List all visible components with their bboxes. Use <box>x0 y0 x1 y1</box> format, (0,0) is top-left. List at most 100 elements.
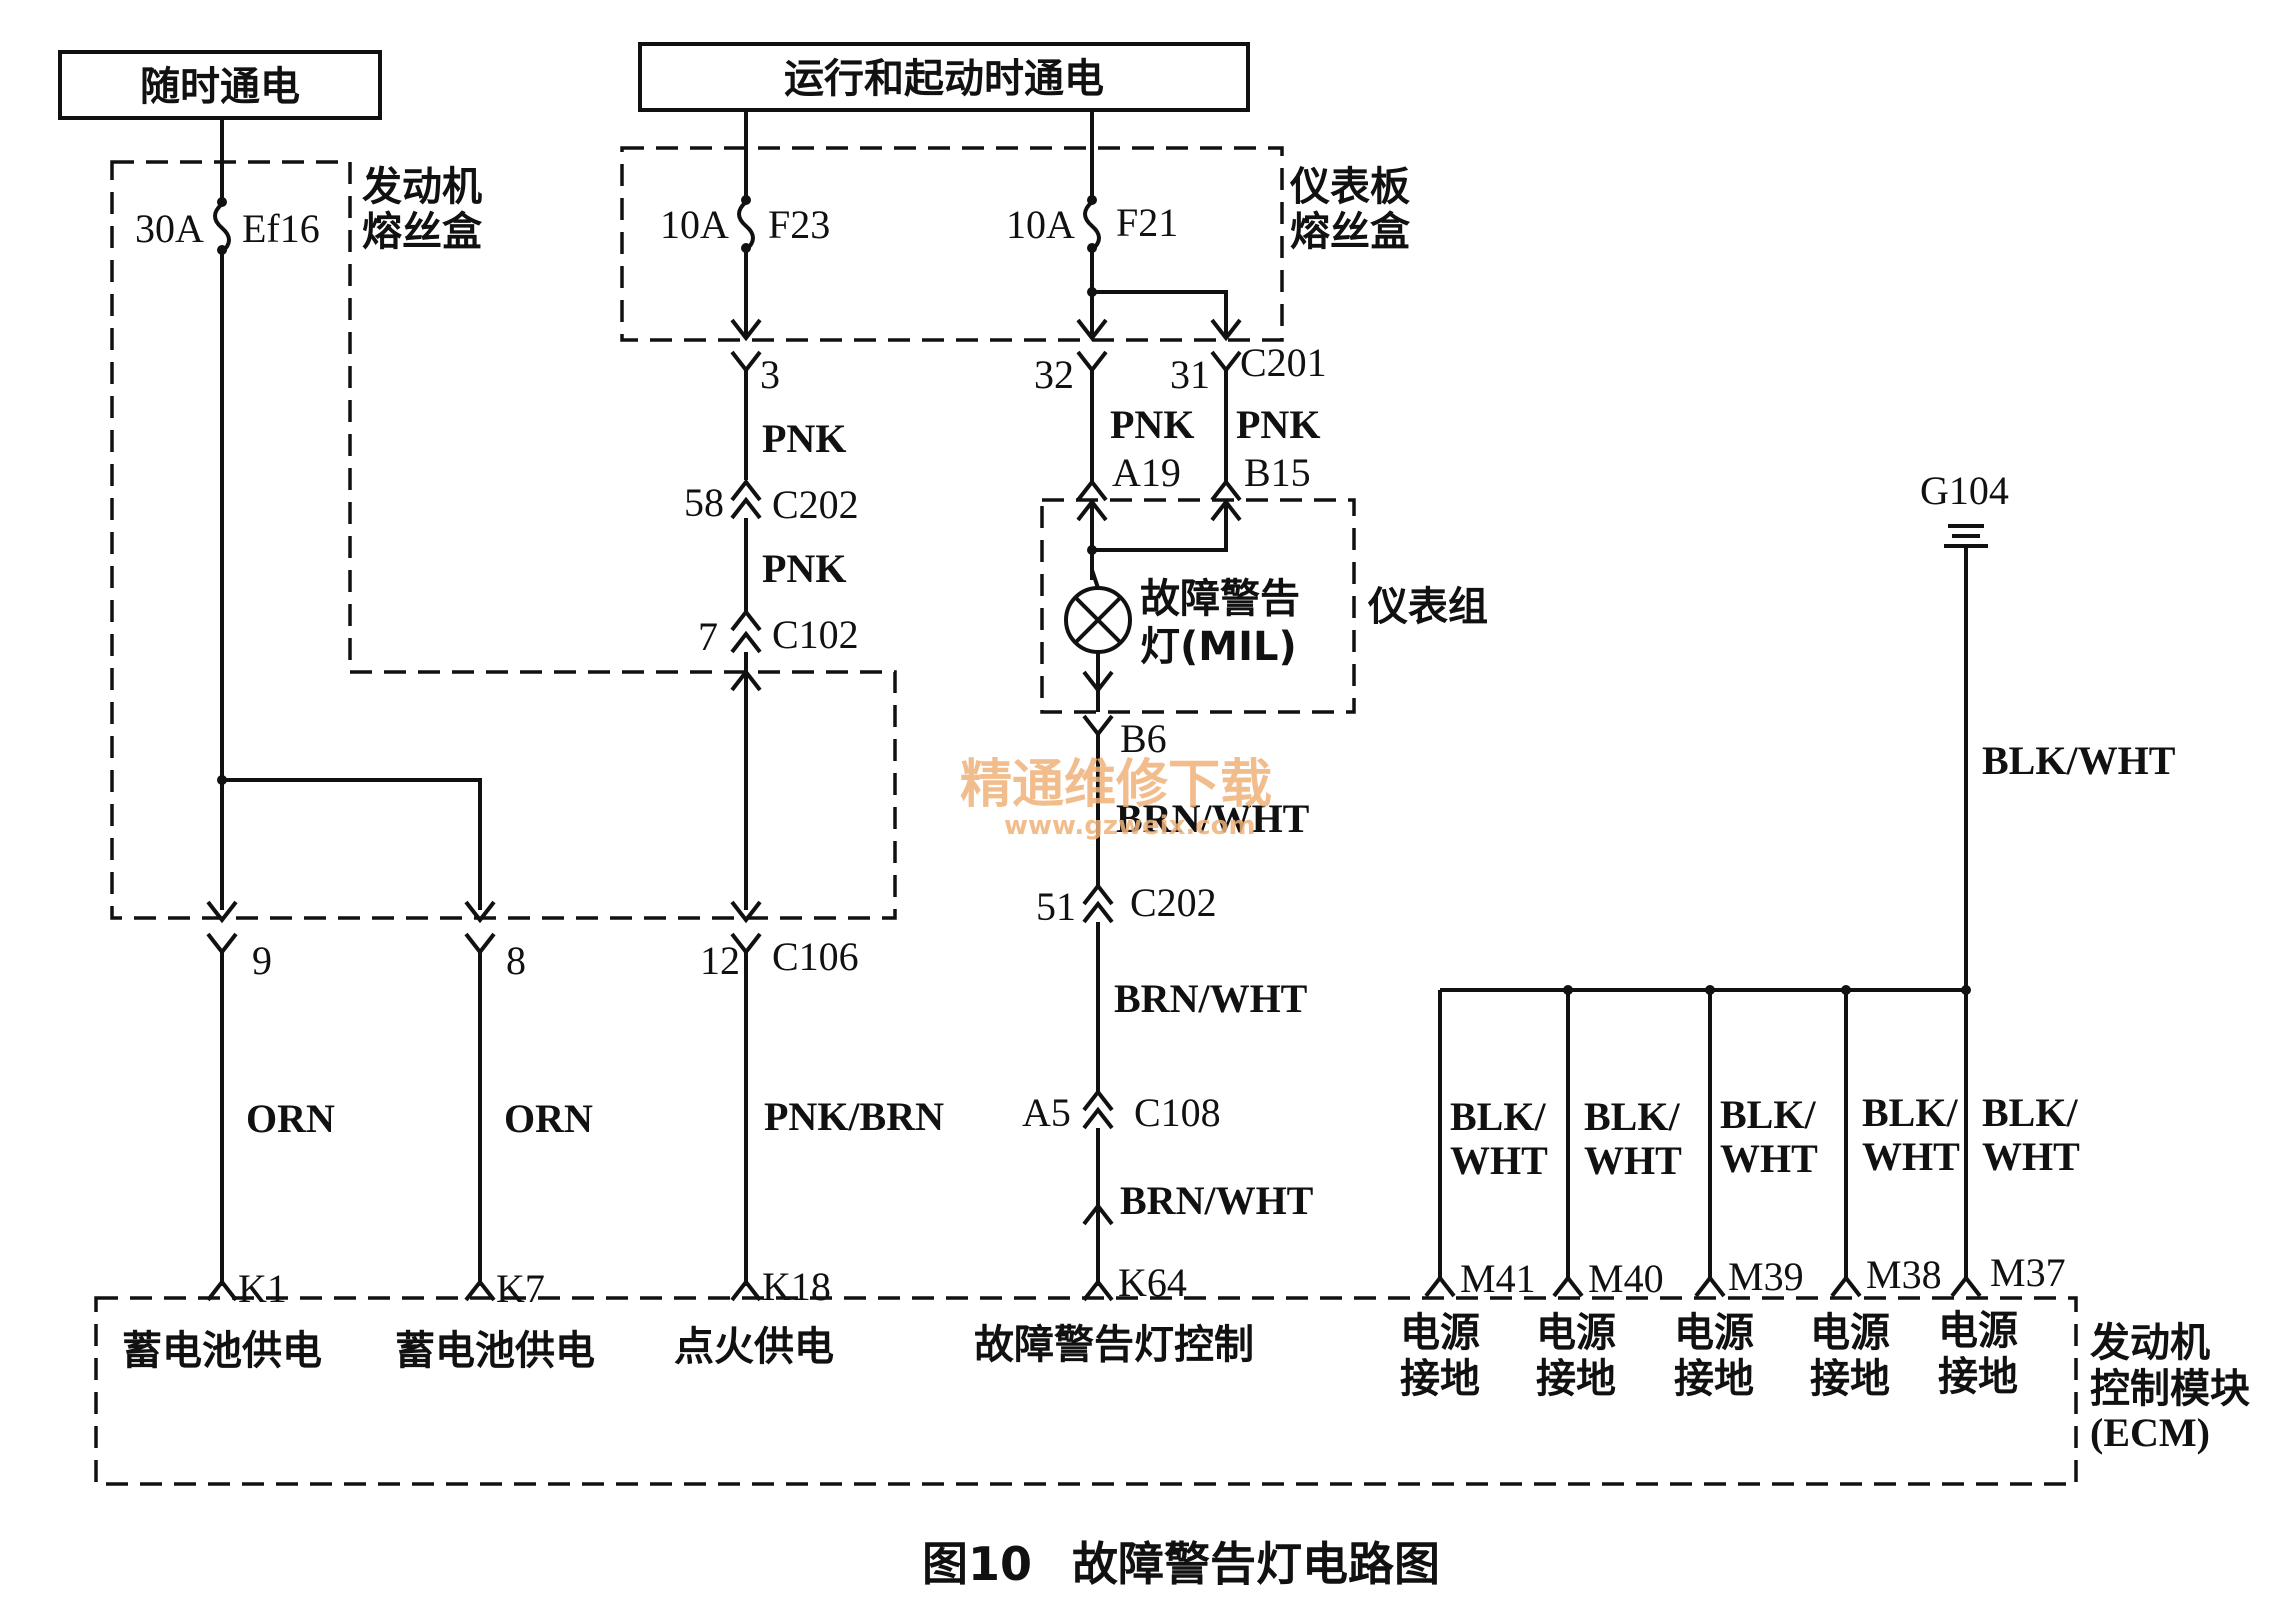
ground-label-m39-2: 接地 <box>1674 1356 1754 1402</box>
engine-fuse-box-label-2: 熔丝盒 <box>362 209 483 255</box>
pin-m38-label: M38 <box>1866 1252 1942 1297</box>
wire-wht-label-m41: WHT <box>1450 1138 1548 1183</box>
pin-k7-label: K7 <box>496 1266 545 1311</box>
arrow-k64-up <box>1082 1202 1114 1226</box>
connector-c102-pin7-top <box>730 608 762 632</box>
pin-a5-label: A5 <box>1022 1090 1071 1135</box>
engine-fuse-box-label-1: 发动机 <box>362 164 482 210</box>
wire-blk-label-m38: BLK/ <box>1862 1090 1958 1135</box>
pin-9-label: 9 <box>252 938 272 983</box>
always-on-power-box: 随时通电 <box>58 50 382 120</box>
ground-label-m41-2: 接地 <box>1400 1356 1480 1402</box>
pin-32-label: 32 <box>1034 352 1074 397</box>
ground-icon <box>1944 524 1988 548</box>
wire-orn-label-1: ORN <box>246 1096 335 1141</box>
wire-brn-wht-label-3: BRN/WHT <box>1120 1178 1314 1223</box>
connector-m40 <box>1552 1274 1584 1298</box>
fuse-f21-symbol <box>1083 195 1101 253</box>
arrow-lamp-out <box>1082 670 1114 694</box>
figure-number: 图10 <box>922 1537 1032 1591</box>
fuse-f21-id: F21 <box>1116 200 1178 245</box>
wire-lamp-in <box>1090 569 1100 589</box>
connector-c108-top <box>1082 1088 1114 1112</box>
wire-pnk-label-1: PNK <box>762 416 846 461</box>
pin-k1-label: K1 <box>238 1266 287 1311</box>
connector-k7 <box>464 1278 496 1302</box>
pin-k64-label: K64 <box>1118 1260 1187 1305</box>
panel-fuse-box-label-1: 仪表板 <box>1289 164 1410 210</box>
panel-fuse-box-outline <box>620 146 1284 342</box>
arrow-f21-out-a <box>1076 318 1108 342</box>
ground-label-m38-2: 接地 <box>1810 1356 1890 1402</box>
mil-lamp-label-1: 故障警告 <box>1140 576 1300 622</box>
arrow-ef16-pin9 <box>206 900 238 924</box>
wire-orn-label-2: ORN <box>504 1096 593 1141</box>
ground-label-m40-2: 接地 <box>1536 1356 1616 1402</box>
connector-c202-pin58-top <box>730 478 762 502</box>
engine-fuse-box-outline <box>110 160 897 920</box>
wire-pnk-label-4: PNK <box>1236 402 1320 447</box>
connector-m39 <box>1694 1274 1726 1298</box>
connector-m37 <box>1950 1274 1982 1298</box>
wire-wht-label-m37: WHT <box>1982 1134 2080 1179</box>
wire-blk-label-m39: BLK/ <box>1720 1092 1816 1137</box>
pin-3-label: 3 <box>760 352 780 397</box>
wire-brn-wht-label-1: BRN/WHT <box>1116 796 1310 841</box>
arrow-f23-out <box>730 318 762 342</box>
ecm-pin-k1-function: 蓄电池供电 <box>122 1328 322 1374</box>
fuse-ef16-id: Ef16 <box>242 206 320 251</box>
connector-b15-top <box>1210 478 1242 502</box>
splice-g-4 <box>1961 985 1971 995</box>
wire-wht-label-m38: WHT <box>1862 1134 1960 1179</box>
connector-a19-top <box>1076 478 1108 502</box>
wire-wht-label-m40: WHT <box>1584 1138 1682 1183</box>
ground-label-m37-1: 电源 <box>1938 1308 2018 1354</box>
fuse-ef16-rating: 30A <box>135 206 204 251</box>
run-start-label: 运行和起动时通电 <box>784 56 1104 102</box>
connector-c201-pin32 <box>1076 350 1108 374</box>
fuse-f23-id: F23 <box>768 202 830 247</box>
connector-c102-label: C102 <box>772 612 859 657</box>
connector-k1 <box>206 1278 238 1302</box>
instrument-cluster-outline <box>1040 498 1356 714</box>
pin-b15-label: B15 <box>1244 450 1311 495</box>
wire-blk-label-m40: BLK/ <box>1584 1094 1680 1139</box>
ecm-label-1: 发动机 <box>2090 1320 2210 1366</box>
wire-pnk-label-3: PNK <box>1110 402 1194 447</box>
ecm-label-2: 控制模块 <box>2090 1366 2250 1412</box>
pin-a19-label: A19 <box>1112 450 1181 495</box>
ground-g104-label: G104 <box>1920 468 2009 513</box>
ground-label-m40-1: 电源 <box>1536 1310 1616 1356</box>
connector-c108-label: C108 <box>1134 1090 1221 1135</box>
pin-m40-label: M40 <box>1588 1256 1664 1301</box>
wire-pnk-brn-label: PNK/BRN <box>764 1094 944 1139</box>
connector-c202-pin58-bottom <box>730 496 762 520</box>
fuse-f21-rating: 10A <box>1006 202 1075 247</box>
ecm-pin-k18-function: 点火供电 <box>674 1324 834 1370</box>
pin-m37-label: M37 <box>1990 1250 2066 1295</box>
connector-c201-label: C201 <box>1240 340 1327 385</box>
wire-ef16-branch <box>222 778 482 910</box>
pin-m41-label: M41 <box>1460 1256 1536 1301</box>
connector-k18 <box>730 1278 762 1302</box>
ground-label-m38-1: 电源 <box>1810 1310 1890 1356</box>
arrow-f21-out-b <box>1210 318 1242 342</box>
wire-wht-label-m39: WHT <box>1720 1136 1818 1181</box>
wire-b15-in <box>1092 502 1228 552</box>
connector-c106-label: C106 <box>772 934 859 979</box>
pin-12-label: 12 <box>700 938 740 983</box>
wire-blk-label-m41: BLK/ <box>1450 1094 1546 1139</box>
panel-fuse-box-label-2: 熔丝盒 <box>1290 209 1411 255</box>
wire-blk-label-m37: BLK/ <box>1982 1090 2078 1135</box>
arrow-c102-up <box>730 668 762 692</box>
connector-c202-pin51-bottom <box>1082 900 1114 924</box>
pin-7-label: 7 <box>698 614 718 659</box>
ecm-pin-k64-function: 故障警告灯控制 <box>974 1322 1254 1368</box>
ecm-label-3: (ECM) <box>2090 1410 2210 1455</box>
pin-m39-label: M39 <box>1728 1254 1804 1299</box>
connector-k64 <box>1082 1278 1114 1302</box>
mil-lamp-label-2: 灯(MIL) <box>1140 624 1297 670</box>
connector-c201-pin31 <box>1210 350 1242 374</box>
always-on-label: 随时通电 <box>140 64 300 110</box>
